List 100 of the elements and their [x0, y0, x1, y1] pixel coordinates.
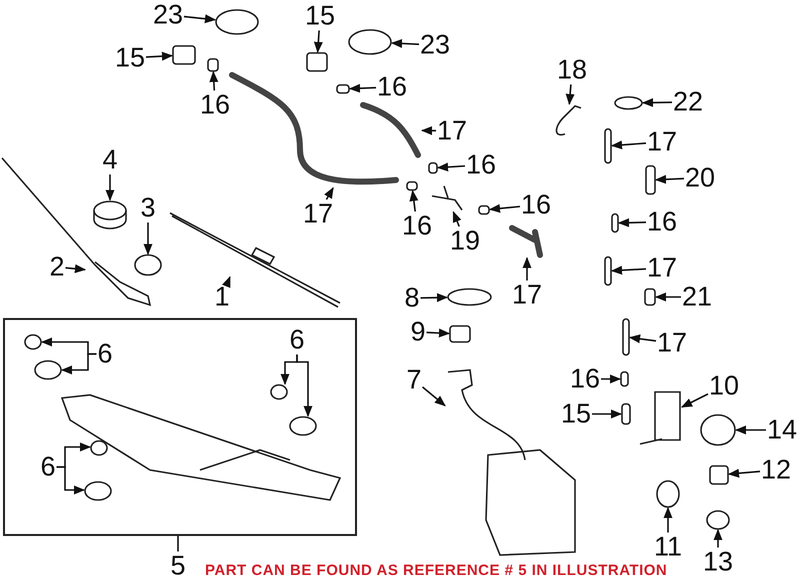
callout-number: 9	[410, 318, 426, 346]
callout-number: 15	[560, 400, 592, 428]
washer-pump-drawing	[640, 390, 682, 445]
leader-arrow	[452, 210, 462, 227]
leader-arrow	[409, 190, 418, 212]
filler-cap-drawing	[447, 288, 492, 306]
leader-arrow	[324, 187, 334, 200]
leader-arrow	[642, 98, 672, 108]
leader-arrow	[522, 256, 532, 280]
grommet-drawing	[84, 481, 112, 501]
callout-number: 16	[200, 92, 230, 118]
callout-number: 23	[420, 32, 450, 58]
callout-number: 16	[402, 212, 432, 240]
leader-arrow	[488, 204, 520, 213]
hose-clip-drawing	[553, 104, 583, 138]
leader-arrow	[566, 84, 575, 106]
pivot-cap-drawing	[93, 200, 127, 230]
pump-grommet-drawing	[700, 414, 736, 446]
callout-number: 13	[702, 548, 734, 576]
leader-arrow	[314, 30, 323, 54]
callout-number: 18	[556, 56, 588, 84]
y-connector-drawing	[432, 185, 464, 212]
leader-arrow	[146, 52, 174, 61]
callout-number: 22	[672, 88, 704, 116]
leader-arrow	[592, 410, 622, 418]
bolt-drawing	[90, 440, 108, 456]
leader-arrow	[144, 222, 152, 256]
callout-number: 8	[404, 284, 420, 312]
leader-arrow	[60, 353, 96, 374]
callout-number: 11	[654, 534, 682, 560]
washer-hose-drawing	[510, 226, 544, 258]
callout-number: 19	[450, 228, 480, 254]
hose-connector-drawing	[306, 52, 328, 72]
leader-arrow	[106, 174, 114, 202]
callout-number: 16	[376, 74, 408, 100]
callout-number: 1	[214, 284, 230, 310]
callout-number: 17	[436, 118, 468, 144]
grommet-drawing	[614, 96, 643, 110]
leader-arrow	[296, 354, 312, 418]
leader-arrow	[664, 506, 672, 532]
callout-number: 15	[114, 44, 146, 72]
hose-connector-drawing	[621, 403, 631, 425]
grommet-drawing	[706, 510, 730, 530]
callout-number: 14	[766, 416, 798, 444]
callout-number: 10	[708, 372, 740, 400]
leader-line	[177, 536, 179, 552]
leader-arrow	[420, 293, 448, 302]
leader-arrow	[436, 162, 466, 172]
hose-connector-drawing	[172, 45, 196, 65]
callout-number: 17	[302, 200, 334, 228]
callout-number: 12	[760, 456, 792, 484]
leader-arrow	[184, 14, 216, 24]
grommet-drawing	[34, 360, 62, 380]
filler-neck-seal-drawing	[449, 325, 471, 343]
callout-number: 5	[170, 552, 186, 580]
callout-number: 20	[684, 164, 716, 192]
callout-number: 6	[289, 326, 305, 354]
callout-number: 6	[97, 340, 113, 368]
washer-hose-drawing	[604, 256, 612, 286]
callout-number: 17	[512, 282, 542, 308]
bolt-drawing	[24, 334, 42, 350]
leader-arrow	[714, 528, 722, 548]
callout-number: 2	[49, 254, 65, 280]
leader-arrow	[601, 374, 622, 384]
washer-nozzle-drawing	[215, 9, 259, 35]
leader-arrow	[654, 174, 684, 184]
callout-number: 21	[682, 284, 712, 310]
hose-sleeve-drawing	[336, 84, 350, 94]
callout-number: 4	[102, 146, 118, 174]
leader-arrow	[420, 126, 436, 136]
hose-sleeve-drawing	[478, 205, 490, 215]
callout-number: 7	[406, 366, 422, 394]
leader-arrow	[348, 84, 376, 93]
callout-number: 15	[304, 2, 336, 30]
assembly-frame	[3, 318, 357, 536]
callout-number: 16	[570, 366, 600, 392]
hose-sleeve-drawing	[611, 213, 619, 233]
hose-connector-drawing	[645, 165, 656, 195]
leader-arrow	[618, 218, 646, 228]
hose-sleeve-drawing	[428, 162, 438, 174]
callout-number: 17	[646, 254, 678, 282]
leader-arrow	[610, 140, 646, 150]
leader-arrow	[681, 393, 708, 408]
hose-sleeve-drawing	[207, 58, 219, 72]
washer-hose-drawing	[622, 318, 630, 356]
hose-sleeve-drawing	[620, 371, 629, 387]
washer-hose-drawing	[604, 128, 612, 164]
hose-sleeve-drawing	[406, 181, 418, 191]
leader-arrow	[426, 328, 450, 338]
leader-arrow	[65, 264, 86, 274]
callout-number: 17	[656, 330, 688, 356]
leader-arrow	[390, 39, 420, 48]
leader-arrow	[734, 426, 766, 434]
bolt-drawing	[270, 384, 288, 400]
leader-arrow	[610, 266, 646, 275]
wiper-blade-drawing	[200, 226, 280, 277]
callout-number: 16	[646, 208, 678, 236]
leader-arrow	[422, 386, 446, 406]
leader-arrow	[56, 466, 86, 494]
callout-number: 23	[152, 2, 184, 28]
